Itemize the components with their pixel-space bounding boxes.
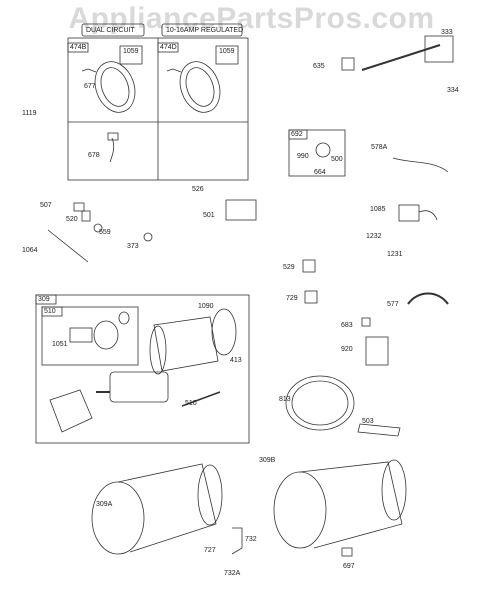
ref-309: 309 [38,296,50,303]
part-label: 1064 [22,247,38,254]
stator-left [94,61,136,113]
ref-692: 692 [291,131,303,138]
spark-plug-cap [341,57,355,71]
part-label: 1059 [123,48,139,55]
part-label: 559 [99,229,111,236]
part-label: 678 [88,152,100,159]
ref-510: 510 [44,308,56,315]
part-label: 813 [279,396,291,403]
part-label: 309A [96,501,113,508]
bracket-727 [231,527,243,555]
ref-474b: 474B [70,44,87,51]
part-label: 732A [224,570,241,577]
part-label: 1059 [219,48,235,55]
part-label: 529 [283,264,295,271]
part-label: 413 [230,357,242,364]
part-label: 1119 [22,110,37,117]
starter-309a-body [117,463,217,553]
part-label: 1085 [370,206,386,213]
part-label: 309B [259,457,276,464]
ignition-lead [361,44,441,71]
part-label: 727 [204,547,216,554]
armature [109,371,169,403]
end-bracket [49,389,93,433]
stator-right [179,61,221,113]
part-label: 920 [341,346,353,353]
starter-box [35,294,250,444]
part-label: 507 [40,202,52,209]
dual-circuit-tab [81,23,145,37]
wire-578a [392,157,449,173]
part-label: 677 [84,83,96,90]
part-label: 1232 [366,233,382,240]
part-label: 729 [286,295,298,302]
part-label: 501 [203,212,215,219]
drive-spring [69,327,93,343]
regulated-tab [161,23,243,37]
module-1085 [398,204,420,222]
drive-gear [93,320,119,350]
shield-503 [357,423,401,437]
tie-1064 [47,229,89,263]
housing-1090 [153,316,219,372]
part-label: 373 [127,243,139,250]
part-label: 578A [371,144,388,151]
part-label: 1090 [198,303,214,310]
part-label: 577 [387,301,399,308]
part-label: 503 [362,418,374,425]
part-label: 500 [331,156,343,163]
part-label: 526 [192,186,204,193]
regulator-501 [225,199,257,221]
part-label: 520 [66,216,78,223]
part-label: 333 [441,29,453,36]
dual-circuit-title: DUAL CIRCUIT [86,27,135,34]
part-label: 732 [245,536,257,543]
part-label: 635 [313,63,325,70]
strap-577 [407,292,449,305]
part-label: 510 [185,400,197,407]
band-813 [285,375,355,431]
starter-309a-nose [91,481,145,555]
part-label: 334 [447,87,459,94]
drive-box [41,306,139,366]
ignition-module [424,35,454,63]
part-label: 990 [297,153,309,160]
starter-309b-body [299,461,403,549]
part-label: 683 [341,322,353,329]
solenoid-920 [365,336,389,366]
key-switch [315,142,331,158]
switch-box [288,129,346,177]
part-label: 1231 [387,251,403,258]
part-label: 664 [314,169,326,176]
part-label: 697 [343,563,355,570]
regulated-title: 10-16AMP REGULATED [166,27,244,34]
end-cap-413 [211,308,237,356]
ref-474d: 474D [160,44,177,51]
harness-678 [109,137,115,163]
part-label: 1051 [52,341,68,348]
starter-309b-nose [273,471,327,549]
